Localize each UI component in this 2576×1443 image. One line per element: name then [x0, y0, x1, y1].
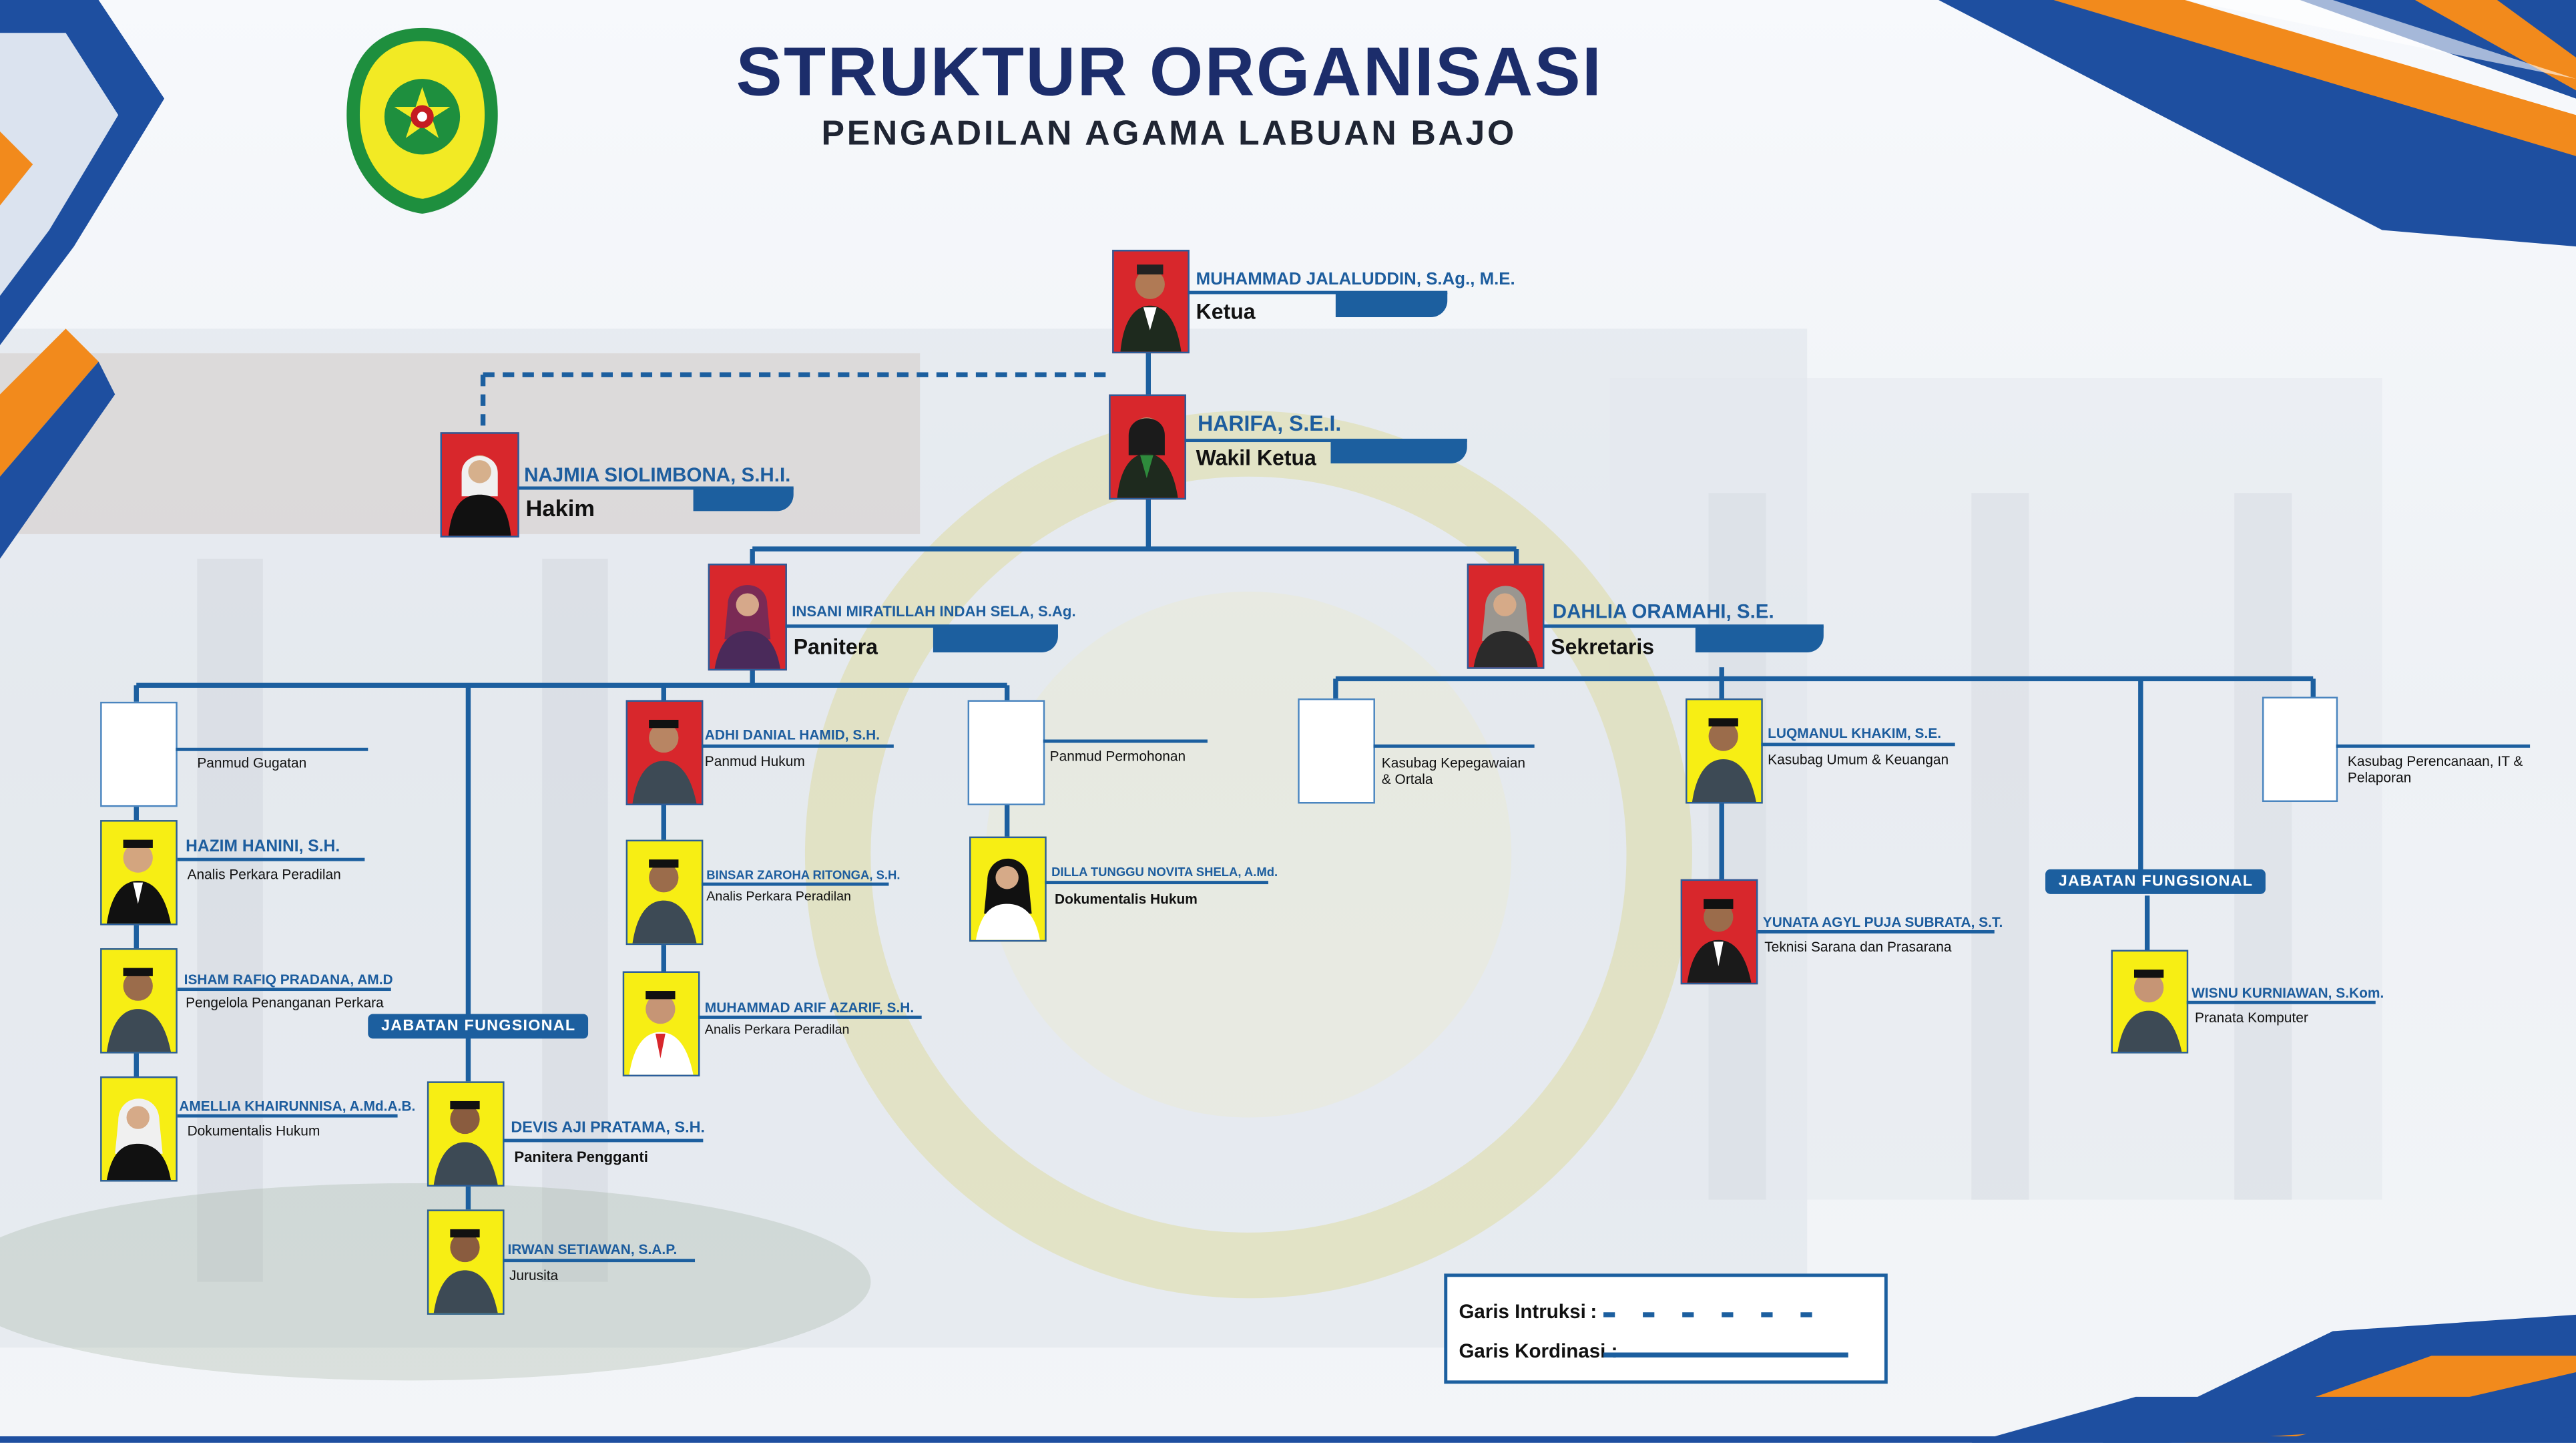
sekretaris-tab: [1695, 626, 1824, 653]
panitera-tab: [933, 626, 1058, 653]
umum-staff-underline: [1756, 930, 1995, 934]
photo-umum-staff: [1680, 879, 1758, 985]
panmud-gugatan-underline: [176, 747, 368, 751]
legend-solid-line-sample: [1603, 1352, 1848, 1358]
fungsional-sekretaris-name: WISNU KURNIAWAN, S.Kom.: [2192, 984, 2384, 1001]
hakim-name: NAJMIA SIOLIMBONA, S.H.I.: [524, 463, 791, 487]
fungsional-panitera-2-underline: [503, 1259, 696, 1263]
photo-panmud-hukum: [625, 700, 704, 805]
legend-instruction-colon: :: [1590, 1299, 1597, 1323]
gugatan-staff-3-underline: [177, 1114, 398, 1118]
gugatan-staff-1-underline: [177, 857, 365, 861]
photo-panmud-gugatan-empty: [100, 701, 178, 807]
kasubag-umum-name: LUQMANUL KHAKIM, S.E.: [1768, 725, 1942, 741]
gugatan-staff-1-role: Analis Perkara Peradilan: [187, 865, 341, 883]
photo-sekretaris: [1467, 564, 1545, 669]
sekretaris-underline: [1542, 624, 1824, 628]
hakim-tab: [693, 487, 794, 511]
hakim-underline: [517, 486, 794, 490]
page-title: STRUKTUR ORGANISASI: [736, 33, 1603, 110]
gugatan-staff-2-role: Pengelola Penanganan Perkara: [186, 994, 384, 1011]
panmud-gugatan-role: Panmud Gugatan: [197, 754, 307, 771]
gugatan-staff-2-name: ISHAM RAFIQ PRADANA, AM.D: [184, 971, 393, 988]
kasubag-perencanaan-underline: [2336, 744, 2531, 748]
hukum-staff-1-role: Analis Perkara Peradilan: [706, 889, 851, 904]
photo-wakil: [1109, 394, 1186, 500]
kasubag-kepegawaian-role: Kasubag Kepegawaian & Ortala: [1381, 754, 1525, 787]
kasubag-kepegawaian-underline: [1373, 744, 1535, 748]
photo-hakim: [440, 432, 519, 538]
wakil-role: Wakil Ketua: [1196, 445, 1316, 470]
legend-dashed-line-sample: [1603, 1312, 1826, 1317]
permohonan-staff-underline: [1045, 881, 1268, 885]
photo-permohonan-staff: [969, 836, 1047, 942]
photo-panitera: [708, 564, 787, 671]
photo-gugatan-staff-3: [100, 1076, 178, 1182]
fungsional-sekretaris-underline: [2186, 1000, 2376, 1004]
panmud-hukum-underline: [701, 744, 894, 748]
panitera-name: INSANI MIRATILLAH INDAH SELA, S.Ag.: [792, 603, 1076, 620]
photo-panmud-permohonan-empty: [967, 700, 1045, 805]
wakil-name: HARIFA, S.E.I.: [1198, 411, 1342, 436]
kasubag-umum-underline: [1761, 743, 1955, 747]
photo-kasubag-umum: [1686, 698, 1763, 804]
ketua-tab: [1335, 292, 1448, 317]
photo-ketua: [1112, 250, 1190, 354]
hukum-staff-1-underline: [701, 882, 889, 886]
fungsional-panitera-1-name: DEVIS AJI PRATAMA, S.H.: [511, 1119, 705, 1138]
gugatan-staff-2-underline: [177, 988, 391, 992]
photo-fungsional-sekretaris: [2111, 950, 2189, 1054]
hakim-role: Hakim: [525, 494, 595, 522]
legend-box: Garis Intruksi : Garis Kordinasi :: [1444, 1273, 1888, 1384]
fungsional-panitera-2-name: IRWAN SETIAWAN, S.A.P.: [507, 1241, 678, 1257]
fungsional-panitera-1-underline: [503, 1139, 704, 1143]
ketua-role: Ketua: [1196, 298, 1256, 324]
panitera-underline: [785, 624, 1058, 628]
photo-gugatan-staff-2: [100, 948, 178, 1054]
photo-hukum-staff-1: [625, 839, 704, 946]
sekretaris-name: DAHLIA ORAMAHI, S.E.: [1552, 600, 1774, 623]
fungsional-sekretaris-role: Pranata Komputer: [2195, 1009, 2308, 1026]
permohonan-staff-role: Dokumentalis Hukum: [1055, 890, 1198, 907]
gugatan-staff-3-name: AMELLIA KHAIRUNNISA, A.Md.A.B.: [179, 1098, 416, 1114]
kasubag-umum-role: Kasubag Umum & Keuangan: [1768, 751, 1949, 768]
kasubag-perencanaan-role: Kasubag Perencanaan, IT & Pelaporan: [2347, 753, 2523, 786]
gugatan-staff-1-name: HAZIM HANINI, S.H.: [186, 838, 340, 857]
court-logo: [346, 27, 498, 214]
fungsional-badge-sekretaris: JABATAN FUNGSIONAL: [2045, 869, 2266, 894]
ketua-name: MUHAMMAD JALALUDDIN, S.Ag., M.E.: [1196, 269, 1515, 290]
umum-staff-role: Teknisi Sarana dan Prasarana: [1764, 938, 1952, 955]
photo-hukum-staff-2: [622, 971, 700, 1077]
hukum-staff-2-name: MUHAMMAD ARIF AZARIF, S.H.: [704, 999, 915, 1016]
photo-kasubag-kepegawaian-empty: [1298, 698, 1375, 804]
panmud-hukum-name: ADHI DANIAL HAMID, S.H.: [704, 726, 880, 743]
ketua-underline: [1188, 290, 1448, 294]
permohonan-staff-name: DILLA TUNGGU NOVITA SHELA, A.Md.: [1051, 864, 1278, 879]
panmud-permohonan-underline: [1043, 739, 1208, 743]
legend-instruction-label: Garis Intruksi: [1459, 1299, 1586, 1323]
legend-coordination-label: Garis Kordinasi :: [1459, 1339, 1618, 1363]
photo-fungsional-panitera-2: [427, 1209, 505, 1315]
wakil-underline: [1184, 439, 1467, 443]
panmud-permohonan-role: Panmud Permohonan: [1049, 747, 1186, 765]
sekretaris-role: Sekretaris: [1551, 634, 1655, 659]
photo-fungsional-panitera-1: [427, 1081, 505, 1187]
fungsional-panitera-2-role: Jurusita: [509, 1267, 559, 1284]
wakil-tab: [1330, 439, 1467, 464]
hukum-staff-1-name: BINSAR ZAROHA RITONGA, S.H.: [706, 867, 900, 883]
fungsional-panitera-1-role: Panitera Pengganti: [514, 1149, 648, 1165]
gugatan-staff-3-role: Dokumentalis Hukum: [187, 1122, 320, 1139]
photo-gugatan-staff-1: [100, 820, 178, 925]
panitera-role: Panitera: [793, 634, 878, 659]
fungsional-badge-panitera: JABATAN FUNGSIONAL: [368, 1014, 589, 1039]
hukum-staff-2-role: Analis Perkara Peradilan: [704, 1022, 850, 1037]
page-subtitle: PENGADILAN AGAMA LABUAN BAJO: [821, 115, 1517, 153]
hukum-staff-2-underline: [698, 1015, 922, 1019]
panmud-hukum-role: Panmud Hukum: [704, 753, 805, 769]
umum-staff-name: YUNATA AGYL PUJA SUBRATA, S.T.: [1762, 913, 2003, 930]
photo-kasubag-perencanaan-empty: [2262, 696, 2338, 803]
